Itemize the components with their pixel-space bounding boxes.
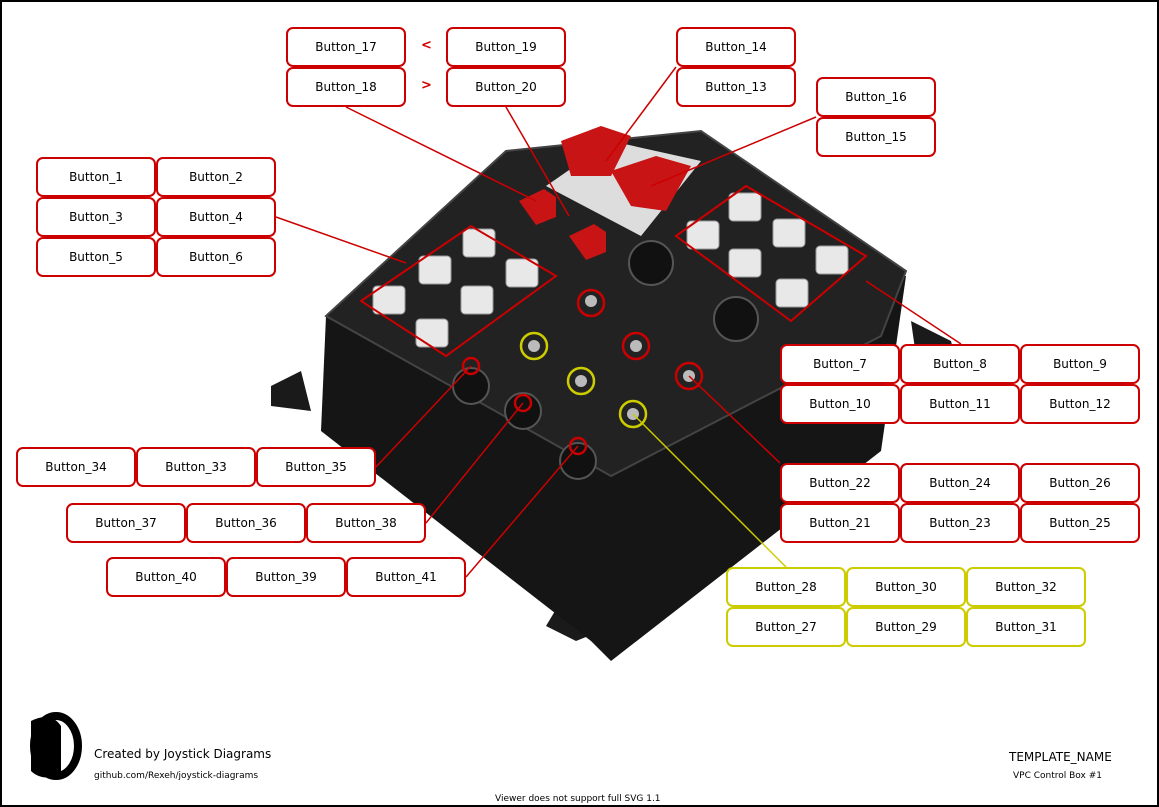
button-36-label: Button_36 [186,503,306,543]
button-4-label: Button_4 [156,197,276,237]
button-26-label: Button_26 [1020,463,1140,503]
button-3-label: Button_3 [36,197,156,237]
button-27-label: Button_27 [726,607,846,647]
button-13-label: Button_13 [676,67,796,107]
button-18-label: Button_18 [286,67,406,107]
button-8-label: Button_8 [900,344,1020,384]
button-31-label: Button_31 [966,607,1086,647]
button-38-label: Button_38 [306,503,426,543]
right-arrow-icon: > [421,78,432,93]
svg-support-notice: Viewer does not support full SVG 1.1 [495,794,661,804]
button-37-label: Button_37 [66,503,186,543]
left-arrow-icon: < [421,38,432,53]
button-12-label: Button_12 [1020,384,1140,424]
button-5-label: Button_5 [36,237,156,277]
button-6-label: Button_6 [156,237,276,277]
button-25-label: Button_25 [1020,503,1140,543]
button-2-label: Button_2 [156,157,276,197]
button-24-label: Button_24 [900,463,1020,503]
button-41-label: Button_41 [346,557,466,597]
button-15-label: Button_15 [816,117,936,157]
button-20-label: Button_20 [446,67,566,107]
button-19-label: Button_19 [446,27,566,67]
button-9-label: Button_9 [1020,344,1140,384]
button-32-label: Button_32 [966,567,1086,607]
repo-url-text: github.com/Rexeh/joystick-diagrams [94,771,259,781]
button-1-label: Button_1 [36,157,156,197]
button-23-label: Button_23 [900,503,1020,543]
button-40-label: Button_40 [106,557,226,597]
device-name: VPC Control Box #1 [1013,771,1102,781]
button-17-label: Button_17 [286,27,406,67]
button-33-label: Button_33 [136,447,256,487]
button-30-label: Button_30 [846,567,966,607]
button-39-label: Button_39 [226,557,346,597]
button-28-label: Button_28 [726,567,846,607]
button-14-label: Button_14 [676,27,796,67]
button-34-label: Button_34 [16,447,136,487]
created-by-text: Created by Joystick Diagrams [94,747,272,761]
button-10-label: Button_10 [780,384,900,424]
button-11-label: Button_11 [900,384,1020,424]
button-21-label: Button_21 [780,503,900,543]
button-22-label: Button_22 [780,463,900,503]
button-29-label: Button_29 [846,607,966,647]
button-16-label: Button_16 [816,77,936,117]
template-name: TEMPLATE_NAME [1009,750,1112,764]
button-7-label: Button_7 [780,344,900,384]
button-35-label: Button_35 [256,447,376,487]
